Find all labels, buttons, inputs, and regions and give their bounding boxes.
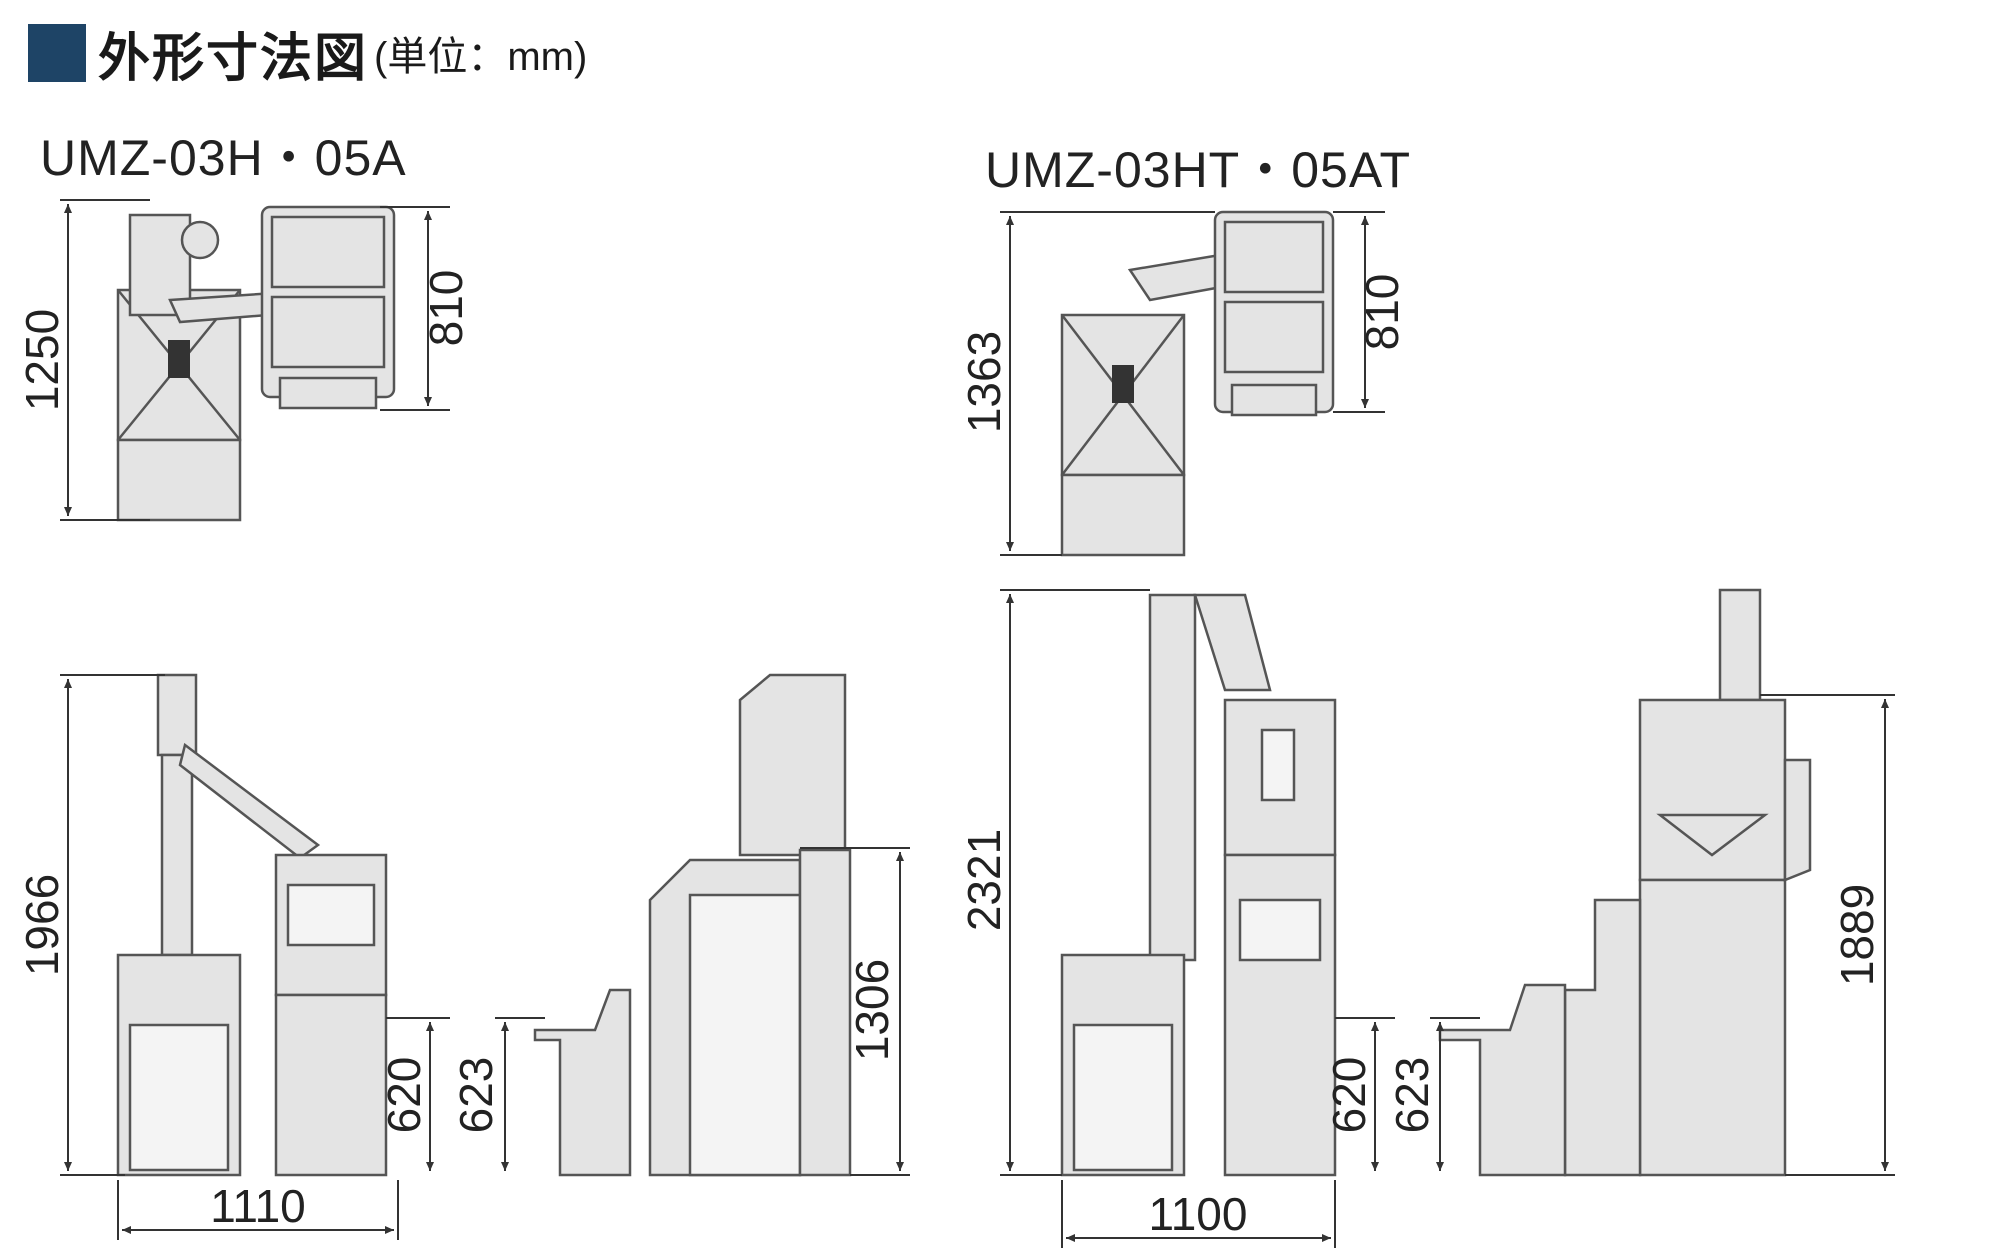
header-square-icon [28, 24, 86, 82]
unit-note: (単位：mm) [374, 35, 588, 79]
left-dim-623: 623 [450, 1057, 502, 1134]
right-side-head [1718, 588, 1762, 702]
model-label-left: UMZ-03H・05A [40, 130, 407, 186]
right-front-view [1060, 593, 1337, 1177]
right-side-view [1438, 588, 1812, 1177]
left-top-view [116, 205, 396, 522]
model-label-right: UMZ-03HT・05AT [985, 142, 1412, 198]
page-title: 外形寸法図 [98, 29, 369, 88]
dimension-labels: 1250 810 1966 620 1110 623 1306 1363 810… [16, 270, 1883, 1240]
left-dim-620: 620 [378, 1057, 430, 1134]
right-dim-810: 810 [1356, 274, 1408, 351]
right-top-view [1060, 210, 1335, 557]
right-top-base [1060, 473, 1186, 557]
left-dim-1966: 1966 [16, 874, 68, 976]
right-dim-1363: 1363 [958, 331, 1010, 433]
right-dim-2321: 2321 [958, 829, 1010, 931]
left-side-view [533, 673, 852, 1177]
right-dim-1889: 1889 [1831, 884, 1883, 986]
left-front-unit-base [274, 993, 388, 1177]
left-dim-810: 810 [420, 270, 472, 347]
dimension-lines [60, 199, 1895, 1248]
left-front-elevator-head [156, 673, 198, 757]
right-dim-623: 623 [1386, 1057, 1438, 1134]
left-front-view [116, 673, 388, 1177]
right-dim-1100: 1100 [1149, 1188, 1248, 1240]
left-top-base [116, 438, 242, 522]
header: 外形寸法図 (単位：mm) [28, 18, 587, 88]
right-dim-620: 620 [1323, 1057, 1375, 1134]
left-dim-1250: 1250 [16, 309, 68, 411]
left-dim-1306: 1306 [846, 959, 898, 1061]
left-side-column [738, 673, 847, 857]
left-dim-1110: 1110 [210, 1180, 306, 1232]
right-front-tall-column [1148, 593, 1197, 962]
